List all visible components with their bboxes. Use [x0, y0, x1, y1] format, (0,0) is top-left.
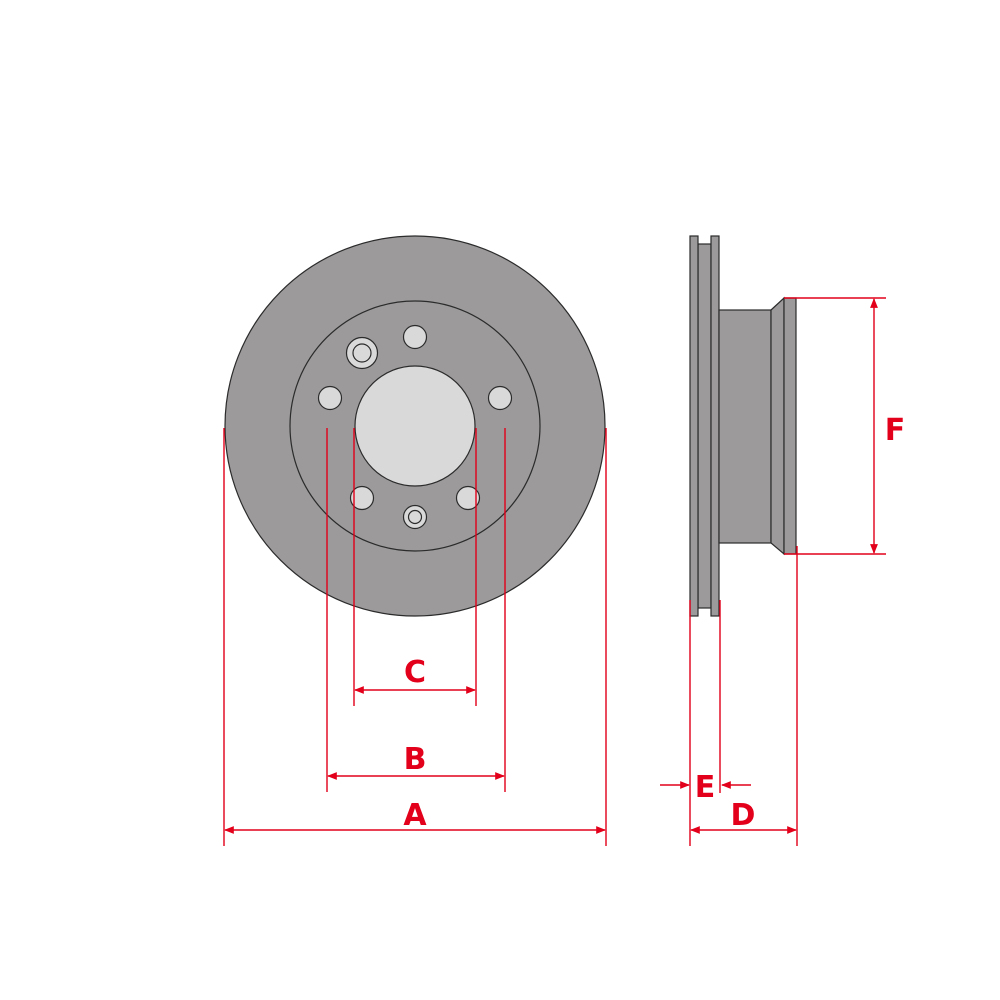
hub-flange	[783, 297, 797, 555]
label-c: C	[404, 655, 426, 690]
vent-core	[697, 243, 712, 609]
side-view	[689, 235, 797, 617]
label-f: F	[885, 413, 906, 448]
label-b: B	[404, 742, 427, 777]
label-d: D	[731, 798, 756, 833]
friction-plate-right	[710, 235, 720, 617]
small-hole-inner	[407, 509, 423, 525]
label-e: E	[695, 770, 716, 805]
bolt-hole	[402, 324, 428, 350]
bolt-hole	[487, 385, 513, 411]
friction-plate-left	[689, 235, 699, 617]
center-bore	[354, 365, 476, 487]
bolt-hole	[317, 385, 343, 411]
label-a: A	[403, 798, 427, 833]
hub-chamfer	[770, 296, 785, 556]
front-view	[224, 235, 606, 617]
threaded-hole-inner	[352, 343, 372, 363]
hub-body	[718, 309, 772, 544]
dimension-lines	[223, 297, 886, 846]
bolt-hole	[349, 485, 375, 511]
bolt-hole	[455, 485, 481, 511]
